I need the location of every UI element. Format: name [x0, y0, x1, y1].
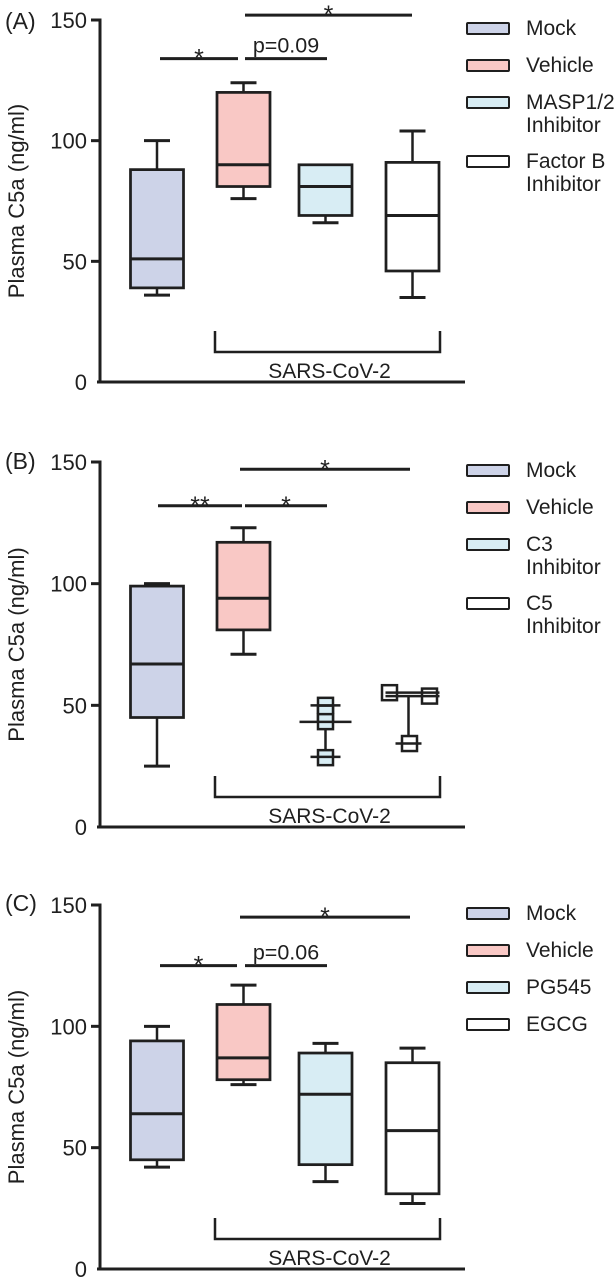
legend-swatch: [466, 155, 510, 168]
y-tick-label: 0: [75, 370, 87, 395]
y-axis-title: Plasma C5a (ng/ml): [4, 990, 29, 1184]
legend-label: Mock: [526, 459, 577, 482]
legend-label: Vehicle: [526, 54, 594, 77]
significance-stars: *: [194, 952, 204, 980]
condition-bracket: [213, 331, 442, 354]
legend-item-vehicle: Vehicle: [466, 939, 594, 962]
condition-bracket-label: SARS-CoV-2: [268, 805, 391, 828]
y-axis-title: Plasma C5a (ng/ml): [4, 104, 29, 298]
legend-item-factor-b-inhibitor: Factor B Inhibitor: [466, 150, 605, 196]
y-tick-label: 100: [50, 572, 87, 597]
legend-swatch: [466, 59, 510, 72]
legend-item-egcg: EGCG: [466, 1013, 588, 1036]
legend-item-mock: Mock: [466, 17, 576, 40]
legend-label: EGCG: [526, 1013, 588, 1036]
significance-stars: *: [324, 1, 334, 29]
box-vehicle: [215, 91, 272, 188]
significance-pvalue: p=0.06: [253, 941, 319, 965]
box-vehicle: [215, 540, 272, 632]
box-mock: [129, 168, 185, 290]
legend-label: Mock: [526, 17, 577, 40]
legend-swatch: [466, 464, 510, 477]
y-tick-label: 150: [50, 450, 87, 475]
legend-label: C3 Inhibitor: [526, 533, 601, 579]
legend-swatch: [466, 22, 510, 35]
legend-label: PG545: [526, 976, 592, 999]
significance-stars: **: [190, 492, 210, 520]
legend-swatch: [466, 597, 510, 610]
legend-label: Factor B Inhibitor: [526, 150, 606, 196]
condition-bracket-label: SARS-CoV-2: [268, 1247, 391, 1270]
panel-b-label: (B): [5, 448, 36, 474]
box-mock: [129, 584, 185, 719]
legend-swatch: [466, 907, 510, 920]
legend-item-c3-inhibitor: C3 Inhibitor: [466, 533, 601, 579]
panel-c-label: (C): [5, 890, 37, 916]
panel-a-label: (A): [5, 8, 36, 34]
legend-label: MASP1/2 Inhibitor: [526, 91, 615, 137]
legend-swatch: [466, 1018, 510, 1031]
legend-item-pg545: PG545: [466, 976, 591, 999]
legend-swatch: [466, 96, 510, 109]
legend-item-mock: Mock: [466, 459, 576, 482]
y-tick-label: 50: [63, 249, 87, 274]
significance-stars: *: [320, 455, 330, 483]
significance-pvalue: p=0.09: [253, 34, 319, 58]
y-tick-label: 150: [50, 893, 87, 918]
condition-bracket-label: SARS-CoV-2: [268, 360, 391, 383]
legend-label: Mock: [526, 902, 577, 925]
y-tick-label: 50: [63, 1136, 87, 1161]
legend-item-masp1-2-inhibitor: MASP1/2 Inhibitor: [466, 91, 615, 137]
legend-item-c5-inhibitor: C5 Inhibitor: [466, 592, 601, 638]
legend-label: Vehicle: [526, 939, 594, 962]
legend-swatch: [466, 501, 510, 514]
significance-stars: *: [194, 45, 204, 73]
legend-item-mock: Mock: [466, 902, 576, 925]
legend-swatch: [466, 981, 510, 994]
y-tick-label: 0: [75, 1257, 87, 1279]
box-masp1-2-inhibitor: [297, 163, 354, 217]
box-egcg: [384, 1061, 441, 1196]
y-axis-title: Plasma C5a (ng/ml): [4, 547, 29, 741]
y-tick-label: 50: [63, 693, 87, 718]
condition-bracket: [213, 1218, 442, 1241]
legend-item-vehicle: Vehicle: [466, 496, 594, 519]
y-tick-label: 150: [50, 8, 87, 33]
significance-stars: *: [281, 492, 291, 520]
legend-label: C5 Inhibitor: [526, 592, 601, 638]
y-tick-label: 100: [50, 129, 87, 154]
box-mock: [129, 1039, 185, 1162]
box-pg545: [297, 1051, 354, 1167]
significance-stars: *: [320, 903, 330, 931]
legend-swatch: [466, 538, 510, 551]
box-vehicle: [215, 1003, 272, 1082]
legend-swatch: [466, 944, 510, 957]
condition-bracket: [213, 776, 442, 799]
legend-item-vehicle: Vehicle: [466, 54, 594, 77]
legend-label: Vehicle: [526, 496, 594, 519]
y-tick-label: 100: [50, 1014, 87, 1039]
y-tick-label: 0: [75, 815, 87, 840]
